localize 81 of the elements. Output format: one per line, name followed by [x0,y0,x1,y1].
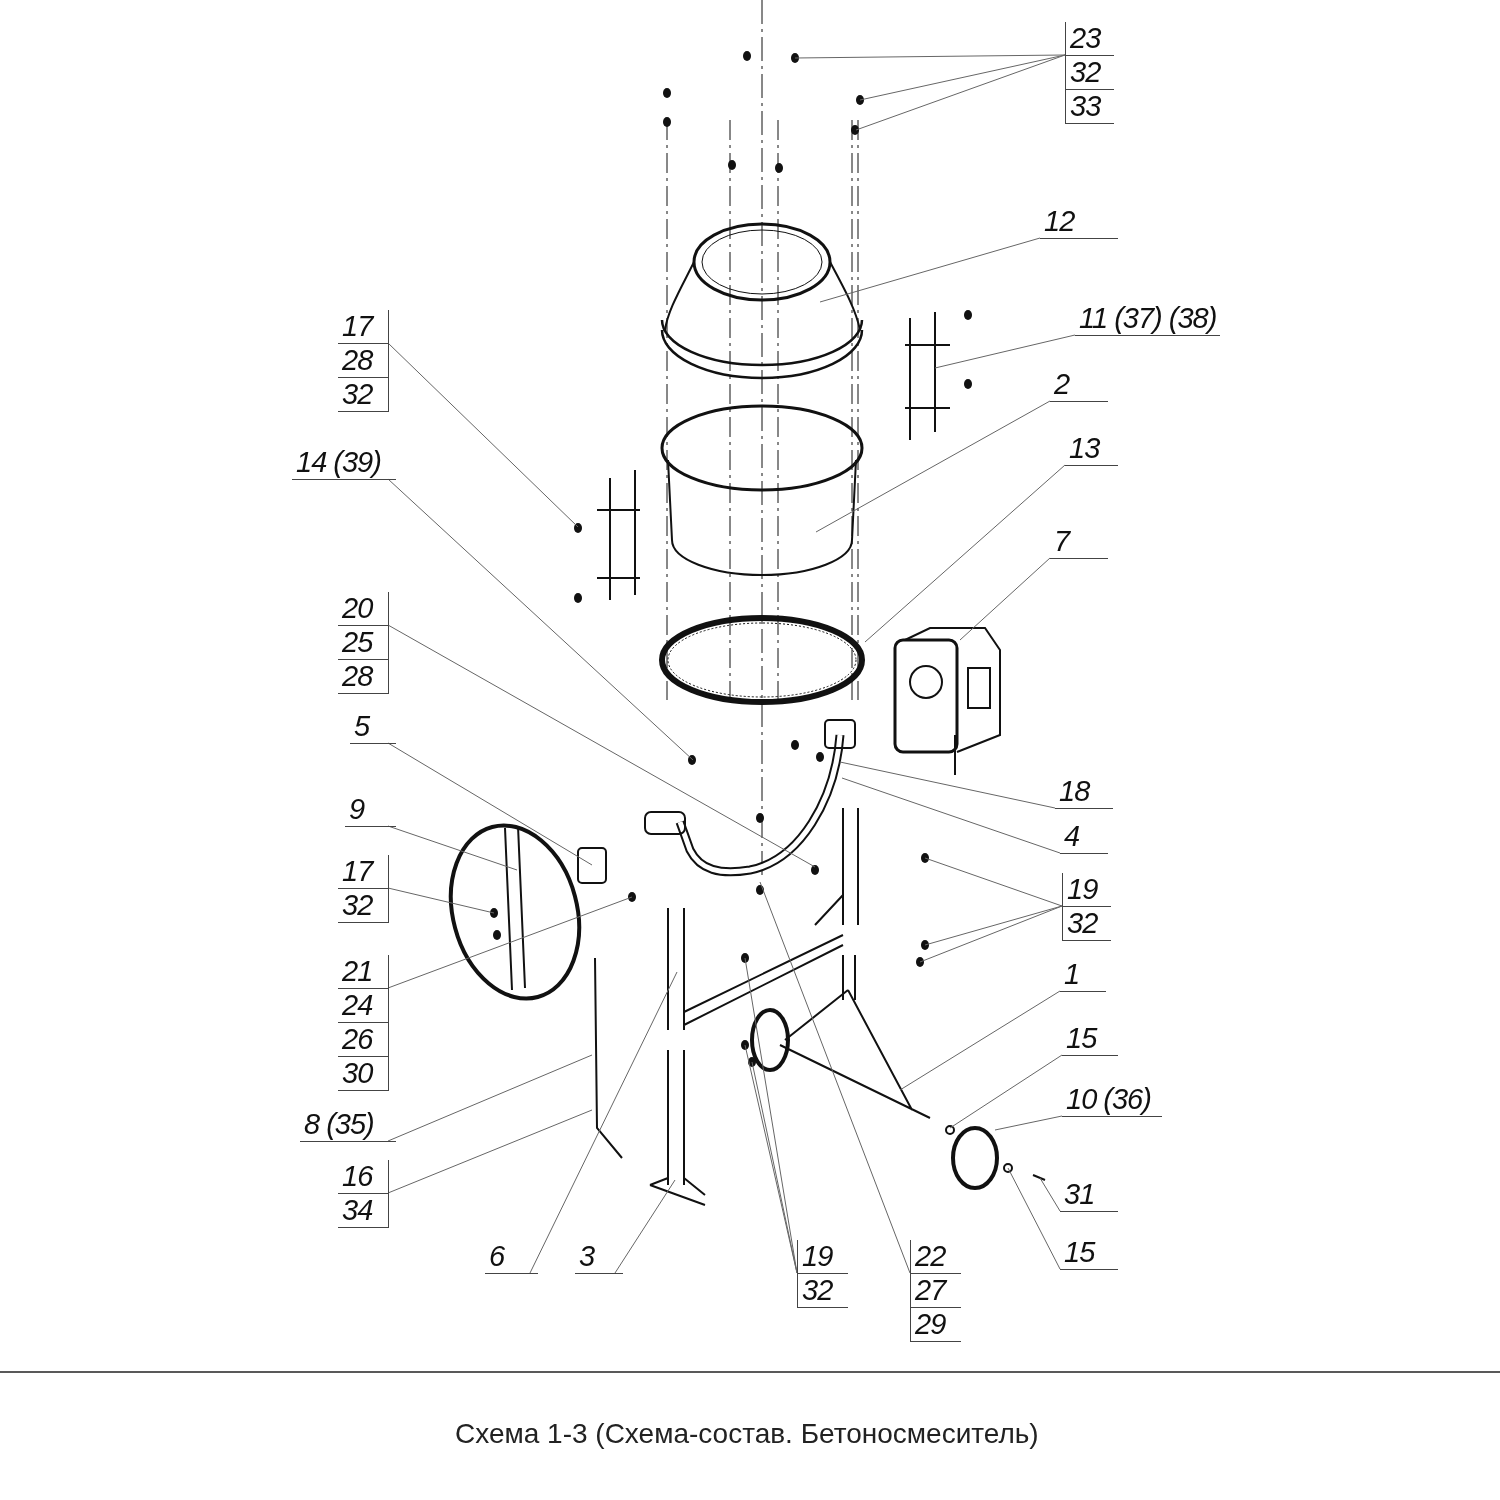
callout-number: 17 [338,855,388,889]
leader-line [919,905,1063,963]
callout-number: 7 [1050,525,1108,559]
callout-number: 32 [798,1274,848,1308]
callout-number: 1 [1060,958,1106,992]
callout-stack [338,310,389,412]
callout-number: 32 [338,378,388,412]
callout-number: 20 [338,592,388,626]
leader-line [794,54,1066,59]
callout-number: 32 [1066,56,1114,90]
leader-line [387,1054,593,1142]
callout-number: 3 [575,1240,623,1274]
leader-line [949,1054,1063,1129]
leader-line [759,881,911,1274]
leader-line [387,624,816,868]
leader-line [855,54,1066,131]
callout-number: 16 [338,1160,388,1194]
leader-line [1039,1177,1061,1212]
leader-line [387,887,495,914]
leader-line [387,742,593,866]
leader-line [934,334,1076,369]
leader-line [839,761,1056,809]
callout-number: 4 [1060,820,1108,854]
callout-number: 29 [911,1308,961,1342]
leader-line [614,1179,676,1274]
leader-line [387,1109,593,1194]
callout-number: 13 [1065,432,1118,466]
leader-line [864,464,1066,643]
callout-number: 21 [338,955,388,989]
leader-line [1007,1167,1061,1270]
leader-line [387,478,694,761]
callout-stack [338,855,389,923]
callout-number: 23 [1066,22,1114,56]
callout-number: 25 [338,626,388,660]
leader-line [994,1115,1063,1131]
callout-number: 19 [798,1240,848,1274]
leader-line [751,1061,798,1274]
callout-stack [338,955,389,1091]
callout-stack [910,1240,961,1342]
callout-stack [1065,22,1114,124]
callout-number: 31 [1060,1178,1118,1212]
callout-stack [1062,873,1111,941]
callout-number: 19 [1063,873,1111,907]
callout-number: 8 (35) [300,1108,396,1142]
leader-line [819,237,1041,303]
callout-number: 10 (36) [1062,1083,1162,1117]
leader-line [387,896,633,989]
leader-line [841,777,1061,854]
callout-number: 2 [1050,368,1108,402]
callout-number: 22 [911,1240,961,1274]
leader-line [529,971,678,1274]
callout-number: 26 [338,1023,388,1057]
callout-number: 32 [338,889,388,923]
callout-stack [338,1160,389,1228]
callout-number: 15 [1062,1022,1118,1056]
callout-number: 32 [1063,907,1111,941]
callout-number: 33 [1066,90,1114,124]
callout-number: 15 [1060,1236,1118,1270]
leader-line [959,557,1051,641]
callout-number: 24 [338,989,388,1023]
callout-number: 12 [1040,205,1118,239]
callout-number: 18 [1055,775,1113,809]
callout-number: 11 (37) (38) [1075,302,1221,336]
caption: Схема 1-3 (Схема-состав. Бетоносмеситель) [455,1418,1039,1450]
callout-number: 6 [485,1240,538,1274]
leader-line [899,990,1061,1091]
leader-line [815,400,1051,533]
callout-stack [797,1240,848,1308]
leader-line [387,825,518,871]
callout-number: 34 [338,1194,388,1228]
callout-number: 17 [338,310,388,344]
callout-number: 9 [345,793,396,827]
callout-number: 5 [350,710,396,744]
leader-line [387,342,579,528]
callout-number: 27 [911,1274,961,1308]
leader-line [924,857,1063,907]
callout-number: 30 [338,1057,388,1091]
callout-number: 14 (39) [292,446,396,480]
callout-number: 28 [338,344,388,378]
callout-number: 28 [338,660,388,694]
callout-stack [338,592,389,694]
